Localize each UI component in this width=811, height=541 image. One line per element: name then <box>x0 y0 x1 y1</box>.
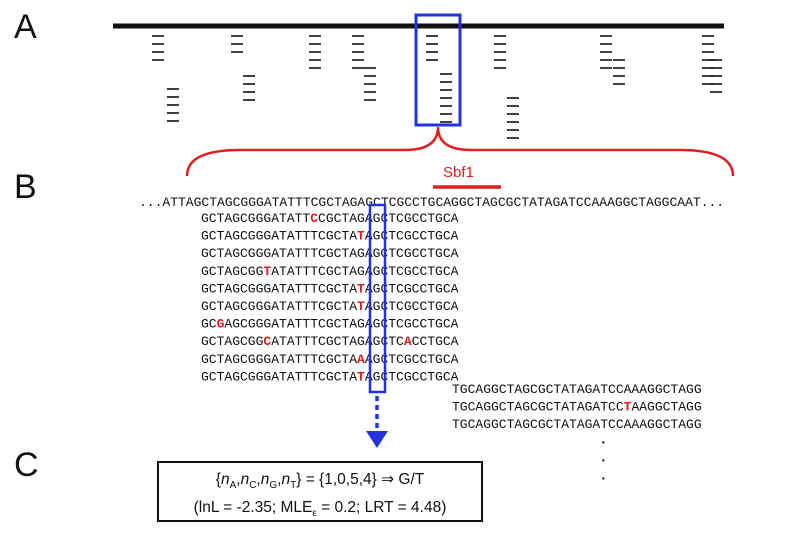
sequence-segment: GCTAGCGGGATATTTCGCTA <box>201 281 357 296</box>
genotype-counts: {nA,nC,nG,nT} = {1,0,5,4} ⇒ G/T <box>159 469 481 497</box>
genotype-call-box: {nA,nC,nG,nT} = {1,0,5,4} ⇒ G/T (lnL = -… <box>157 461 483 522</box>
reference-sequence: ...ATTAGCTAGCGGGATATTTCGCTAGAGCTCGCCTGCA… <box>139 195 724 210</box>
aligned-read: GCTAGCGGCATATTTCGCTAGAGCTCACCTGCA <box>201 334 459 349</box>
sequence-segment: AGCGGGATATTTCGCTAGAGCTCGCCTGCA <box>224 317 458 332</box>
enzyme-label: Sbf1 <box>443 164 474 181</box>
mismatch-base: A <box>404 334 412 349</box>
read-stacks <box>152 35 722 139</box>
panel-label-a: A <box>14 8 37 46</box>
sequence-segment: TGCAGGCTAGCGCTATAGATCCAAAGGCTAGG <box>452 382 702 397</box>
aligned-read: GCTAGCGGGATATTTCGCTAAAGCTCGCCTGCA <box>201 352 459 367</box>
sequence-segment: AAGGCTAGG <box>631 400 701 415</box>
sequence-segment: ...ATTAGCTAGCGGGATATTTCGCTAGAGCTCGCCTGCA… <box>139 195 724 210</box>
aligned-read: GCTAGCGGGATATTCCGCTAGAGCTCGCCTGCA <box>201 211 459 226</box>
sequence-segment: GCTAGCGGGATATT <box>201 211 310 226</box>
mismatch-base: T <box>357 281 365 296</box>
aligned-read: GCTAGCGGGATATTTCGCTATAGCTCGCCTGCA <box>201 369 459 384</box>
aligned-read: GCTAGCGGTATATTTCGCTAGAGCTCGCCTGCA <box>201 264 459 279</box>
aligned-read: GCTAGCGGGATATTTCGCTATAGCTCGCCTGCA <box>201 229 459 244</box>
sequence-segment: GCTAGCGGGATATTTCGCTA <box>201 299 357 314</box>
sequence-segment: AGCTCGCCTGCA <box>365 352 459 367</box>
continuation-dot-2: · <box>600 449 607 471</box>
continuation-dot-1: · <box>600 431 607 453</box>
aligned-read: GCTAGCGGGATATTTCGCTATAGCTCGCCTGCA <box>201 281 459 296</box>
sequence-segment: TGCAGGCTAGCGCTATAGATCC <box>452 400 624 415</box>
sequence-segment: AGCTCGCCTGCA <box>365 299 459 314</box>
panel-label-b: B <box>14 168 37 206</box>
aligned-read: TGCAGGCTAGCGCTATAGATCCAAAGGCTAGG <box>452 417 702 432</box>
sequence-segment: GCTAGCGG <box>201 334 263 349</box>
counts-lhs: {nA,nC,nG,nT} <box>215 471 302 492</box>
mismatch-base: C <box>310 211 318 226</box>
panel-a <box>113 13 724 139</box>
aligned-read: GCGAGCGGGATATTTCGCTAGAGCTCGCCTGCA <box>201 317 459 332</box>
mismatch-base: T <box>357 369 365 384</box>
snp-column-highlight <box>368 203 387 394</box>
mismatch-base: C <box>263 334 271 349</box>
sequence-segment: GC <box>201 317 217 332</box>
sequence-segment: GCTAGCGGGATATTTCGCTA <box>201 352 357 367</box>
locus-expansion-bracket <box>185 126 735 177</box>
mismatch-base: T <box>357 299 365 314</box>
mismatch-base: A <box>357 352 365 367</box>
aligned-read: GCTAGCGGGATATTTCGCTATAGCTCGCCTGCA <box>201 299 459 314</box>
panel-b: Sbf1 ...ATTAGCTAGCGGGATATTTCGCTAGAGCTCGC… <box>139 164 724 489</box>
continuation-dot-3: · <box>600 467 607 489</box>
sequence-segment: GCTAGCGG <box>201 264 263 279</box>
mismatch-base: T <box>357 229 365 244</box>
aligned-read: TGCAGGCTAGCGCTATAGATCCTAAGGCTAGG <box>452 400 702 415</box>
locus-highlight-box <box>414 13 462 127</box>
aligned-read: TGCAGGCTAGCGCTATAGATCCAAAGGCTAGG <box>452 382 702 397</box>
reads-right-stack: TGCAGGCTAGCGCTATAGATCCAAAGGCTAGG TGCAGGCT… <box>452 382 702 432</box>
sequence-segment: AGCTCGCCTGCA <box>365 229 459 244</box>
mismatch-base: G <box>217 317 225 332</box>
mismatch-base: T <box>624 400 632 415</box>
sequence-segment: TGCAGGCTAGCGCTATAGATCCAAAGGCTAGG <box>452 417 702 432</box>
sequence-segment: AGCTCGCCTGCA <box>365 369 459 384</box>
sequence-segment: AGCTCGCCTGCA <box>365 281 459 296</box>
mismatch-base: T <box>263 264 271 279</box>
sequence-segment: ATATTTCGCTAGAGCTCGCCTGCA <box>271 264 458 279</box>
reads-left-stack: GCTAGCGGGATATTCCGCTAGAGCTCGCCTGCAGCTAGCG… <box>201 211 459 384</box>
sequence-segment: CCTGCA <box>412 334 459 349</box>
aligned-read: GCTAGCGGGATATTTCGCTAGAGCTCGCCTGCA <box>201 246 459 261</box>
arrow-head-icon <box>366 431 388 448</box>
counts-value: = {1,0,5,4} ⇒ G/T <box>305 471 425 488</box>
sequence-segment: GCTAGCGGGATATTTCGCTA <box>201 369 357 384</box>
likelihood-stats: (lnL = -2.35; MLEε = 0.2; LRT = 4.48) <box>193 499 447 520</box>
sequence-segment: GCTAGCGGGATATTTCGCTAGAGCTCGCCTGCA <box>201 246 459 261</box>
sequence-segment: GCTAGCGGGATATTTCGCTA <box>201 229 357 244</box>
sequence-segment: CGCTAGAGCTCGCCTGCA <box>318 211 459 226</box>
panel-label-c: C <box>14 446 39 484</box>
